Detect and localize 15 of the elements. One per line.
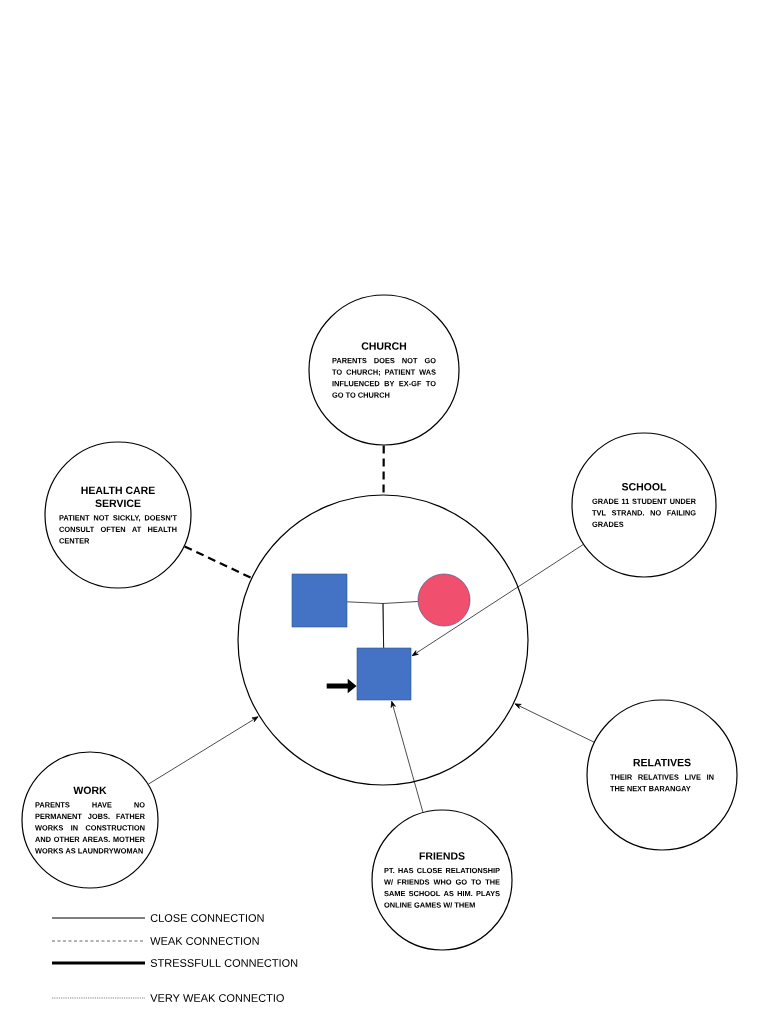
family-circle xyxy=(237,494,529,786)
legend-label: CLOSE CONNECTION xyxy=(150,914,264,922)
connection-arrow xyxy=(514,703,595,743)
connection-line xyxy=(382,445,385,495)
male-symbol xyxy=(356,647,412,701)
connection-arrow xyxy=(411,544,584,657)
legend-label: STRESSFULL CONNECTION xyxy=(150,959,298,967)
male-symbol xyxy=(291,573,348,628)
connection-line xyxy=(184,545,252,579)
connection-arrow xyxy=(390,700,424,813)
female-symbol xyxy=(417,573,471,627)
legend-label: WEAK CONNECTION xyxy=(150,937,259,945)
family-line xyxy=(382,601,419,649)
legend-label: VERY WEAK CONNECTIO xyxy=(150,994,284,1002)
connection-arrow xyxy=(148,716,259,785)
